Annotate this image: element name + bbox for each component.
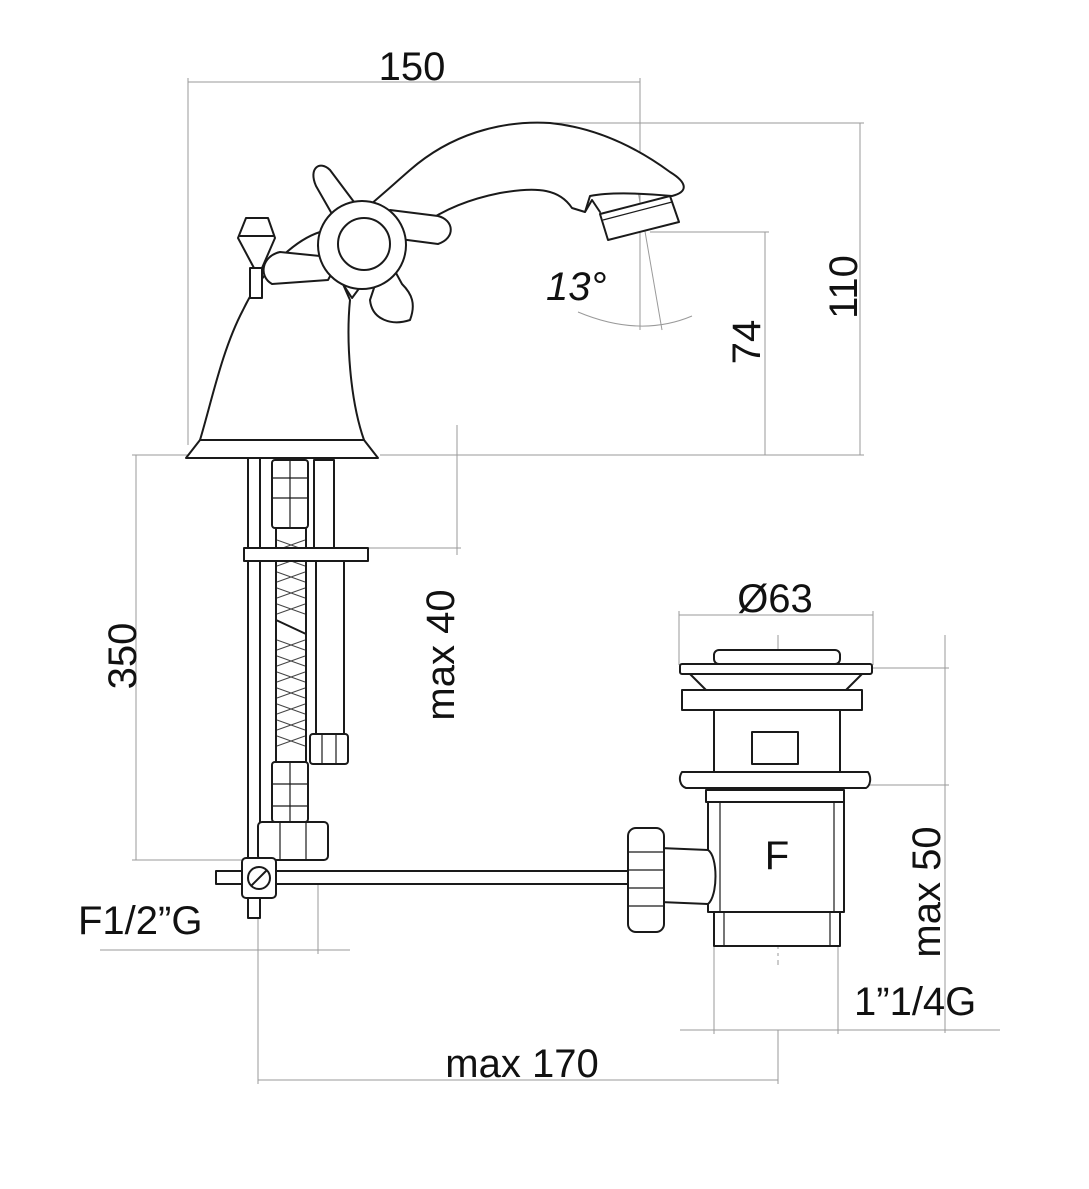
popup-knob <box>237 217 276 299</box>
label-350: 350 <box>101 623 145 690</box>
flex-hose <box>247 457 329 919</box>
label-74: 74 <box>725 320 769 365</box>
label-max-40: max 40 <box>419 589 463 720</box>
label-13-degrees: 13° <box>546 265 607 309</box>
dimension-labels: 150 110 74 13° 350 max 40 Ø63 max 50 F1/… <box>78 45 976 1086</box>
label-150: 150 <box>379 45 446 89</box>
waste-marking: F <box>765 834 789 878</box>
linkage-rod <box>215 857 633 899</box>
dimension-lines <box>100 78 1000 1084</box>
label-1-quarter-g: 1”1/4G <box>854 980 976 1024</box>
cross-handle <box>262 164 452 324</box>
popup-waste <box>627 649 873 947</box>
threaded-tail <box>309 459 349 765</box>
label-max-50: max 50 <box>905 826 949 957</box>
label-110: 110 <box>822 255 866 319</box>
spout <box>317 121 685 299</box>
label-f-half-inch-g: F1/2”G <box>78 899 202 943</box>
fixing-plate <box>243 547 369 562</box>
label-diameter-63: Ø63 <box>737 577 813 621</box>
label-max-170: max 170 <box>445 1042 598 1086</box>
